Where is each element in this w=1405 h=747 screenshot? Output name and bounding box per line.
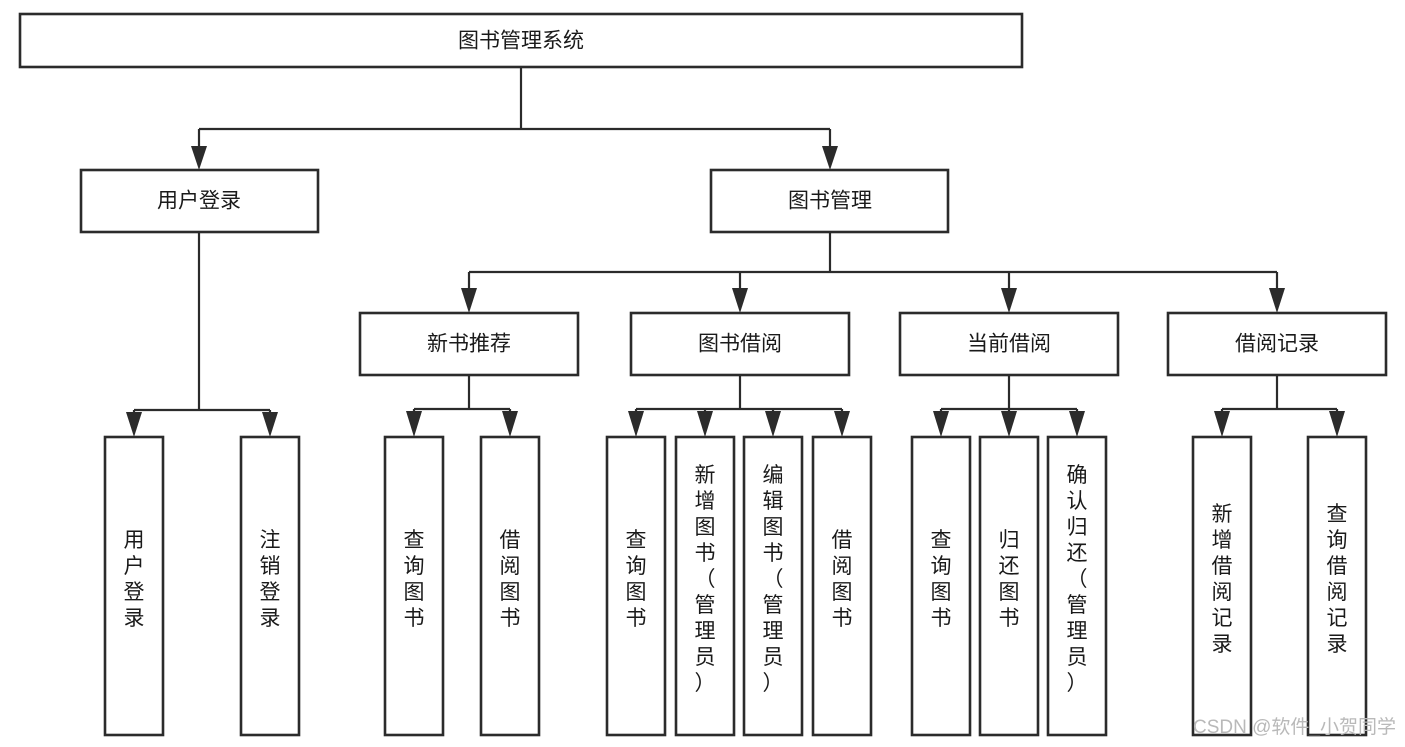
leaf-borrow-book-1-label: 借阅图书 [500,529,521,630]
leaf-user-logout-label: 注销登录 [260,529,281,630]
node-root-label: 图书管理系统 [458,30,584,53]
leaf-add-record-label: 新增借阅记录 [1212,503,1233,656]
arrow-head-borrow-record [1269,288,1285,313]
node-current-borrow[interactable]: 当前借阅 [898,311,1120,377]
node-new-book-recommend-box[interactable] [358,311,580,377]
csdn-watermark: CSDN @软件_小贺同学 [1193,716,1396,738]
leaf-borrow-book-2-label: 借阅图书 [832,529,853,630]
node-book-manage[interactable]: 图书管理 [709,168,950,234]
leaf-return-book[interactable]: 归还图书 [978,435,1040,737]
arrow-head-current-borrow [1001,288,1017,313]
arrow-head-leaf-edit-book [765,411,781,437]
leaf-query-record[interactable]: 查询借阅记录 [1306,435,1368,737]
node-book-borrow-label: 图书借阅 [698,333,782,356]
arrow-head-leaf-borrow-book-1 [502,411,518,437]
leaf-add-record[interactable]: 新增借阅记录 [1191,435,1253,737]
node-current-borrow-label: 当前借阅 [967,333,1051,356]
leaf-add-book-box[interactable] [674,435,736,737]
leaf-borrow-book-2[interactable]: 借阅图书 [811,435,873,737]
leaf-query-book-3-box[interactable] [910,435,972,737]
leaf-query-book-2-box[interactable] [605,435,667,737]
node-book-borrow-box[interactable] [629,311,851,377]
leaf-borrow-book-1-box[interactable] [479,435,541,737]
leaf-return-book-label: 归还图书 [999,529,1020,630]
leaf-edit-book[interactable]: 编辑图书（管理员） [742,435,804,737]
leaf-confirm-return-box[interactable] [1046,435,1108,737]
arrow-head-leaf-query-book-1 [406,411,422,437]
node-current-borrow-box[interactable] [898,311,1120,377]
arrow-head-new-book-recommend [461,288,477,313]
leaf-query-book-3[interactable]: 查询图书 [910,435,972,737]
leaf-edit-book-box[interactable] [742,435,804,737]
arrow-head-leaf-borrow-book-2 [834,411,850,437]
arrow-head-leaf-query-book-3 [933,411,949,437]
leaf-user-logout-box[interactable] [239,435,301,737]
leaf-query-record-box[interactable] [1306,435,1368,737]
leaf-user-login[interactable]: 用户登录 [103,435,165,737]
leaf-return-book-box[interactable] [978,435,1040,737]
arrow-head-leaf-user-logout [262,412,278,437]
arrow-head-leaf-confirm-return [1069,411,1085,437]
leaf-user-logout[interactable]: 注销登录 [239,435,301,737]
node-user-login[interactable]: 用户登录 [79,168,320,234]
leaf-query-book-3-label: 查询图书 [931,529,952,630]
arrow-head-leaf-query-book-2 [628,411,644,437]
node-borrow-record[interactable]: 借阅记录 [1166,311,1388,377]
arrow-head-user-login [191,146,207,170]
node-new-book-recommend-label: 新书推荐 [427,333,511,356]
node-root-box[interactable] [18,12,1024,69]
node-book-manage-box[interactable] [709,168,950,234]
leaf-user-login-label: 用户登录 [124,529,145,630]
leaf-query-book-1-label: 查询图书 [404,529,425,630]
node-book-manage-label: 图书管理 [788,190,872,213]
node-user-login-label: 用户登录 [157,190,241,213]
arrow-head-leaf-query-record [1329,411,1345,437]
leaf-borrow-book-2-box[interactable] [811,435,873,737]
arrow-head-book-borrow [732,288,748,313]
arrow-head-leaf-add-book [697,411,713,437]
leaf-confirm-return[interactable]: 确认归还（管理员） [1046,435,1108,737]
leaf-add-book[interactable]: 新增图书（管理员） [674,435,736,737]
leaf-edit-book-label: 编辑图书（管理员） [763,464,784,695]
arrow-head-leaf-add-record [1214,411,1230,437]
node-borrow-record-box[interactable] [1166,311,1388,377]
leaf-add-record-box[interactable] [1191,435,1253,737]
arrow-head-book-manage [822,146,838,170]
node-user-login-box[interactable] [79,168,320,234]
leaf-confirm-return-label: 确认归还（管理员） [1067,464,1088,695]
leaf-query-book-2-label: 查询图书 [626,529,647,630]
leaf-query-book-1-box[interactable] [383,435,445,737]
arrow-head-leaf-return-book [1001,411,1017,437]
leaf-query-book-2[interactable]: 查询图书 [605,435,667,737]
arrow-head-leaf-user-login [126,412,142,437]
leaf-query-book-1[interactable]: 查询图书 [383,435,445,737]
leaf-query-record-label: 查询借阅记录 [1327,503,1348,656]
node-book-borrow[interactable]: 图书借阅 [629,311,851,377]
node-root[interactable]: 图书管理系统 [18,12,1024,69]
leaf-add-book-label: 新增图书（管理员） [695,464,716,695]
leaf-borrow-book-1[interactable]: 借阅图书 [479,435,541,737]
node-borrow-record-label: 借阅记录 [1235,333,1319,356]
leaf-user-login-box[interactable] [103,435,165,737]
node-new-book-recommend[interactable]: 新书推荐 [358,311,580,377]
connector-layer [126,67,1345,437]
